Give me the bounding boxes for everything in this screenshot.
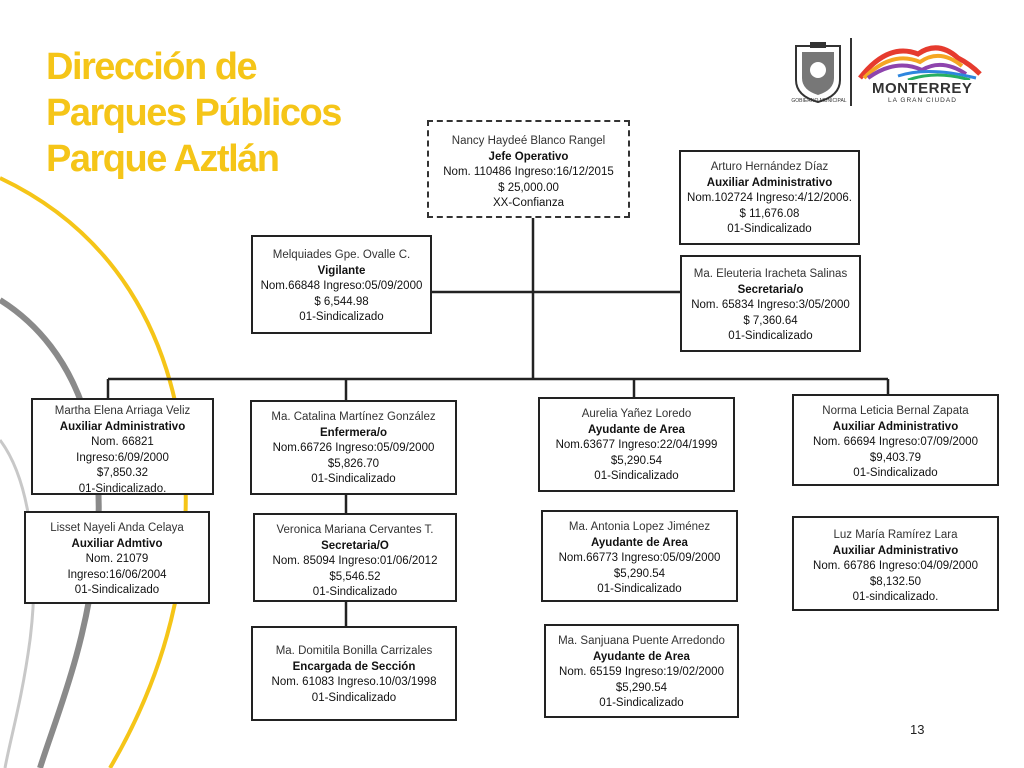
node-type: 01-Sindicalizado [853,467,938,479]
node-type: 01-Sindicalizado [299,311,384,323]
node-salary: $ 7,360.64 [743,314,798,327]
page-number: 13 [910,722,925,737]
node-nom: Nom. 66821 [91,436,154,448]
node-salary: $ 25,000.00 [498,181,559,194]
node-name: Ma. Catalina Martínez González [271,411,436,423]
node-role: Jefe Operativo [488,150,569,163]
node-name: Ma. Eleuteria Iracheta Salinas [693,268,848,280]
node-name: Norma Leticia Bernal Zapata [822,405,969,417]
node-type: 01-Sindicalizado [594,470,679,482]
node-salary: $5,290.54 [610,454,663,467]
node-salary: $5,826.70 [327,457,380,470]
node-salary: $ 6,544.98 [314,295,369,308]
node-type: XX-Confianza [493,197,564,209]
node-type: 01-Sindicalizado [728,330,813,342]
node-salary: $5,290.54 [613,567,666,580]
node-salary: $5,546.52 [329,570,381,583]
node-nom: Nom. 110486 Ingreso:16/12/2015 [443,166,614,178]
municipal-seal-logo: GOBIERNO MUNICIPAL [788,40,848,106]
org-node-arturo: Arturo Hernández Díaz Auxiliar Administr… [679,150,860,245]
node-role: Vigilante [317,264,366,277]
node-ingreso: Ingreso:6/09/2000 [76,451,169,464]
node-name: Lisset Nayeli Anda Celaya [50,522,184,534]
city-tagline: LA GRAN CIUDAD [888,97,957,104]
node-nom: Nom.63677 Ingreso:22/04/1999 [555,439,718,451]
org-node-eleuteria: Ma. Eleuteria Iracheta Salinas Secretari… [680,255,861,352]
seal-icon [795,42,841,104]
title-line-1: Dirección de [46,46,258,88]
node-type: 01-Sindicalizado [311,473,396,485]
node-role: Enfermera/o [319,426,388,439]
node-type: 01-Sindicalizado [597,583,682,595]
monterrey-mountain-icon [858,45,982,82]
org-node-head: Nancy Haydeé Blanco Rangel Jefe Operativ… [427,120,630,218]
node-name: Melquiades Gpe. Ovalle C. [272,249,411,261]
node-type: 01-Sindicalizado [312,586,398,598]
node-nom: Nom.66726 Ingreso:05/09/2000 [272,442,435,454]
node-ingreso: Ingreso:16/06/2004 [67,568,167,581]
node-name: Aurelia Yañez Loredo [581,408,692,420]
node-role: Auxiliar Administrativo [832,544,959,557]
org-node-domitila: Ma. Domitila Bonilla Carrizales Encargad… [251,626,457,721]
node-nom: Nom. 61083 Ingreso.10/03/1998 [271,676,437,688]
org-node-antonia: Ma. Antonia Lopez Jiménez Ayudante de Ar… [541,510,738,602]
node-salary: $9,403.79 [869,451,922,464]
node-type: 01-Sindicalizado [74,584,160,596]
node-name: Ma. Antonia Lopez Jiménez [568,521,711,533]
node-role: Ayudante de Area [593,650,690,663]
node-type: 01-Sindicalizado [311,691,397,704]
node-nom: Nom.66773 Ingreso:05/09/2000 [558,552,721,564]
node-role: Auxiliar Administrativo [59,420,186,433]
node-salary: $5,290.54 [615,681,668,694]
page-title: Dirección de Parques Públicos Parque Azt… [46,44,342,182]
node-role: Auxiliar Administrativo [706,176,833,189]
node-nom: Nom. 21079 [85,553,149,565]
node-nom: Nom. 85094 Ingreso:01/06/2012 [272,555,438,567]
org-node-norma: Norma Leticia Bernal Zapata Auxiliar Adm… [792,394,999,486]
node-name: Ma. Sanjuana Puente Arredondo [558,635,725,647]
org-node-lisset: Lisset Nayeli Anda Celaya Auxiliar Admti… [24,511,210,604]
node-role: Secretaria/O [321,539,389,552]
monterrey-logo: MONTERREY LA GRAN CIUDAD [858,40,983,110]
org-node-catalina: Ma. Catalina Martínez González Enfermera… [250,400,457,495]
node-name: Martha Elena Arriaga Veliz [54,405,191,417]
node-role: Auxiliar Admtivo [71,537,163,550]
title-line-3: Parque Aztlán [46,138,280,180]
logo-divider [850,38,852,106]
node-type: 01-Sindicalizado. [78,482,167,495]
node-type: 01-Sindicalizado [599,697,684,709]
org-node-luz: Luz María Ramírez Lara Auxiliar Administ… [792,516,999,611]
node-role: Secretaria/o [737,283,804,296]
node-salary: $7,850.32 [96,467,149,479]
node-role: Auxiliar Administrativo [832,420,959,433]
org-node-aurelia: Aurelia Yañez Loredo Ayudante de Area No… [538,397,735,492]
org-node-melquiades: Melquiades Gpe. Ovalle C. Vigilante Nom.… [251,235,432,334]
title-line-2: Parques Públicos [46,92,342,134]
node-role: Ayudante de Area [591,536,688,549]
node-name: Veronica Mariana Cervantes T. [276,524,434,536]
node-salary: $8,132.50 [869,575,922,588]
org-node-martha: Martha Elena Arriaga Veliz Auxiliar Admi… [31,398,214,495]
org-node-sanjuana: Ma. Sanjuana Puente Arredondo Ayudante d… [544,624,739,718]
node-nom: Nom.102724 Ingreso:4/12/2006. [687,192,852,204]
seal-caption: GOBIERNO MUNICIPAL [791,98,847,104]
node-name: Arturo Hernández Díaz [710,161,829,173]
node-nom: Nom. 65834 Ingreso:3/05/2000 [691,299,850,311]
node-nom: Nom. 65159 Ingreso:19/02/2000 [559,666,724,678]
node-name: Luz María Ramírez Lara [833,529,958,541]
node-role: Encargada de Sección [292,660,416,673]
node-name: Ma. Domitila Bonilla Carrizales [275,645,433,657]
light-gray-arc [0,439,36,768]
node-nom: Nom. 66786 Ingreso:04/09/2000 [813,560,978,572]
node-role: Ayudante de Area [588,423,685,436]
org-node-veronica: Veronica Mariana Cervantes T. Secretaria… [253,513,457,602]
node-type: 01-Sindicalizado [727,223,812,235]
node-name: Nancy Haydeé Blanco Rangel [451,135,606,147]
node-nom: Nom. 66694 Ingreso:07/09/2000 [813,436,978,448]
node-nom: Nom.66848 Ingreso:05/09/2000 [260,280,423,292]
node-salary: $ 11,676.08 [739,207,800,220]
city-name: MONTERREY [872,80,973,97]
node-type: 01-sindicalizado. [852,591,939,603]
